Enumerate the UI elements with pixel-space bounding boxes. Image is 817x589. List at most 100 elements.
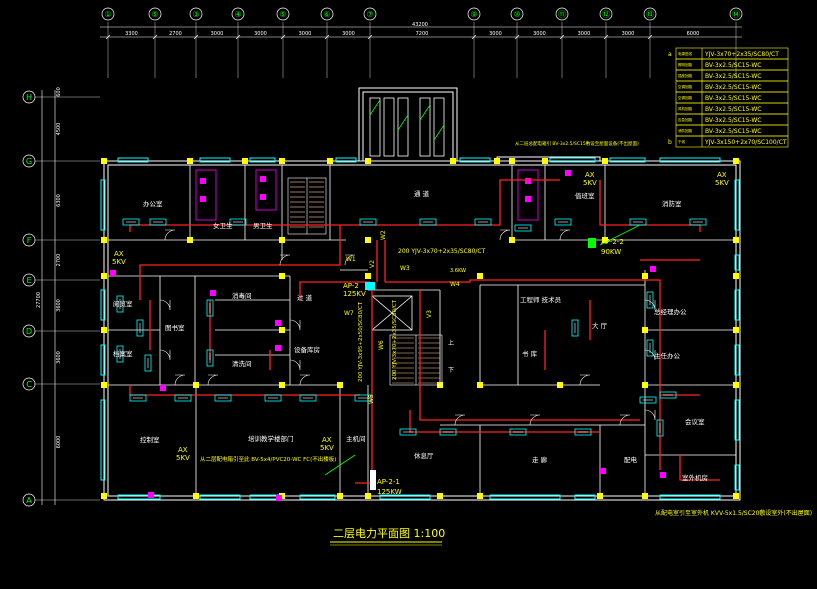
dim-bay-top: 3000 [342, 31, 355, 37]
w6-label: W6 [378, 340, 385, 350]
door-swing [344, 254, 356, 266]
column [602, 158, 608, 164]
legend-label: 消防回路 [678, 128, 692, 133]
axis-bubble-top [643, 7, 657, 21]
light-fixture [439, 428, 457, 436]
legend-label: 应急回路 [678, 117, 692, 122]
panel-ap-main-label: AP-2 [343, 282, 359, 290]
window [459, 157, 491, 163]
outlet [110, 270, 116, 276]
outlet [275, 345, 281, 351]
light-fixture [206, 299, 214, 317]
door-swing [579, 374, 591, 386]
light-fixture [419, 218, 437, 226]
door-swing [289, 319, 301, 331]
dim-bay-left: 3600 [56, 299, 62, 312]
axis-label-left: A [26, 496, 32, 505]
feeder-main-text: 200 YJV-3x70+2x35/SC80/CT [398, 248, 486, 255]
outlet [525, 178, 531, 184]
door-swing [299, 374, 311, 386]
column [733, 493, 739, 499]
room-study: 书 库 [522, 349, 538, 358]
column [193, 382, 199, 388]
light-fixture [264, 394, 282, 402]
column [279, 327, 285, 333]
axis-bubble-top [467, 7, 481, 21]
light-fixture [514, 224, 532, 232]
w4-label: W4 [450, 281, 460, 288]
light-fixtures [116, 218, 707, 437]
ax3-label: AX [178, 446, 188, 454]
dim-sub-left: 600 [56, 87, 62, 97]
door-swing [644, 349, 656, 361]
dim-bay-left: 2700 [56, 254, 62, 267]
door-swing [499, 229, 511, 241]
dim-bay-top: 3000 [578, 31, 591, 37]
legend-label: 插座回路 [678, 73, 692, 78]
column [642, 382, 648, 388]
legend-label: 电源进线 [678, 51, 692, 56]
window [734, 289, 740, 321]
panel-ap-main: AP-2 125KV [343, 282, 375, 298]
dim-tick [235, 34, 241, 40]
structural-columns [101, 158, 739, 499]
column [279, 158, 285, 164]
room-corridor-mid: 过 道 [297, 293, 313, 302]
legend-label: 空调回路 [678, 84, 692, 89]
column [642, 273, 648, 279]
legend-footer-letter: b [668, 139, 672, 146]
axis-label-left: F [27, 236, 32, 245]
light-fixture [116, 345, 124, 363]
dim-bay-left: 3600 [56, 351, 62, 364]
room-equip: 设备库房 [294, 345, 320, 354]
w2-label: W2 [380, 230, 387, 240]
legend-spec: YJV-3x150+2x70/SC100/CT [704, 139, 787, 146]
legend-spec: BV-3x2.5/SC15-WC [705, 106, 761, 113]
room-corridor-bottom: 走 廊 [532, 455, 548, 464]
dim-tick [152, 34, 158, 40]
axis-bubble-top [510, 7, 524, 21]
door-swing [159, 299, 171, 311]
axis-label-left: E [26, 276, 31, 285]
dim-bay-left: 6300 [56, 194, 62, 207]
axis-bubble-top [320, 7, 334, 21]
outlet [525, 196, 531, 202]
light-fixture [639, 396, 657, 404]
outlet [565, 170, 571, 176]
dim-tick [647, 34, 653, 40]
door-swing [159, 349, 171, 361]
column [365, 273, 371, 279]
door-swing [289, 359, 301, 371]
light-fixture [129, 394, 147, 402]
column [279, 237, 285, 243]
light-fixture [206, 349, 214, 367]
room-meeting: 会议室 [685, 417, 705, 426]
legend-spec: BV-3x2.5/SC15-WC [705, 62, 761, 69]
dim-tick [280, 34, 286, 40]
column [337, 493, 343, 499]
ax3-kw: 5KV [176, 454, 190, 462]
dim-tick [471, 34, 477, 40]
ax1-kw: 5KV [715, 179, 729, 187]
ax4-label: AX [322, 436, 332, 444]
legend-label: 风机回路 [678, 106, 692, 111]
legend-label: 干线 [678, 139, 686, 144]
light-fixture [149, 218, 167, 226]
fixtures [110, 170, 666, 501]
door-swing [529, 414, 541, 426]
light-fixture [359, 218, 377, 226]
room-clean: 清洗间 [232, 359, 252, 368]
column [733, 158, 739, 164]
column [242, 158, 248, 164]
column [437, 493, 443, 499]
room-hall: 大 厅 [592, 321, 608, 330]
window [249, 157, 276, 163]
column [477, 493, 483, 499]
axis-label-top: ⑬ [646, 10, 654, 19]
ax5-kw: 5KV [112, 258, 126, 266]
column [602, 237, 608, 243]
axis-bubble-top [101, 7, 115, 21]
room-labels: 办公室 女卫生 男卫生 通 道 值班室 消防室 总经理办公 主任办公 会议室 阅… [113, 189, 708, 482]
